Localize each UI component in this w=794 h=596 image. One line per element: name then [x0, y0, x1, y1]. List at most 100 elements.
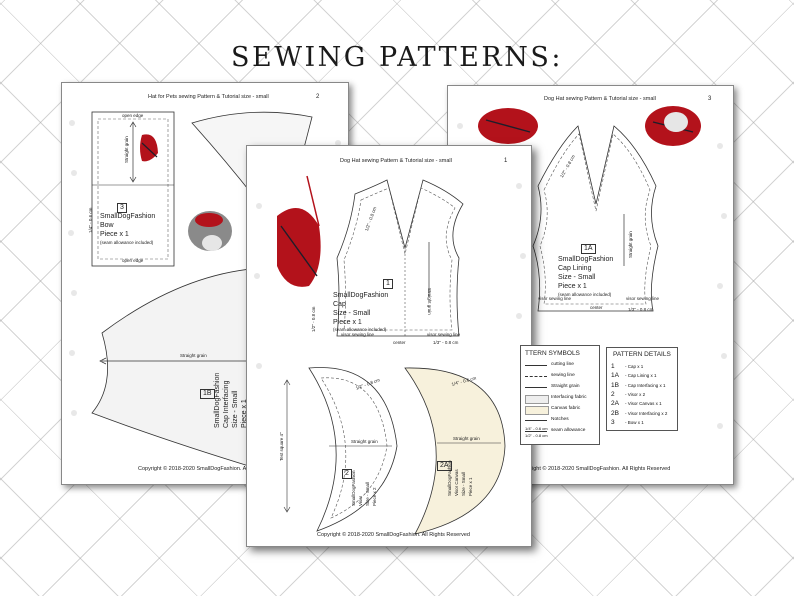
pattern-detail-desc: - Cap x 1 — [625, 364, 644, 369]
pattern-symbol-swatch — [525, 395, 549, 404]
center-center-label: center — [393, 340, 406, 345]
center-visor-right: visor sewing line — [427, 332, 461, 337]
pattern-detail-desc: - Bow x 1 — [625, 419, 644, 425]
bow-open-edge-top: open edge — [122, 113, 144, 118]
visor-line-4: Piece x 2 — [372, 487, 377, 506]
cap-interfacing-line-1: SmallDogFashion — [214, 372, 221, 428]
cap-interfacing-grain: Straight grain — [180, 353, 207, 358]
pattern-symbol-row: Straight grain — [525, 384, 597, 394]
center-sheet-drawing — [254, 175, 526, 535]
pattern-symbol-label: Canvas fabric — [551, 406, 581, 411]
pattern-detail-code: 1B — [611, 381, 619, 389]
right-sheet-header: Dog Hat sewing Pattern & Tutorial size -… — [544, 96, 656, 102]
page-title: SEWING PATTERNS: — [231, 42, 563, 73]
pattern-symbol-row: Notches — [525, 417, 597, 427]
cap-lining-line-1: SmallDogFashion — [558, 256, 614, 263]
pattern-detail-row: 2A- Visor Canvas x 1 — [611, 400, 675, 407]
pattern-detail-row: 1B - Cap Interfacing x 1 — [611, 382, 675, 389]
bow-grain-label: Straight grain — [124, 136, 129, 163]
pattern-symbol-label: seam allowance — [551, 428, 586, 433]
seam-dim-label: 1/2" - 0.8 cm — [525, 433, 548, 438]
canvas-line-4: Piece x 1 — [468, 477, 473, 496]
right-dim-bottom: 1/3" - 0.8 cm — [628, 307, 654, 312]
pattern-detail-desc: - Visor Interfacing x 2 — [625, 410, 668, 416]
cap-line-3: Size - Small — [333, 310, 371, 317]
pattern-detail-code: 1 — [611, 363, 615, 370]
cap-interfacing-line-2: Cap Interfacing — [223, 380, 230, 428]
pattern-detail-code: 2B — [611, 409, 619, 417]
bow-piece-number: 3 — [117, 203, 127, 214]
pattern-detail-row: 1 - Cap x 1 — [611, 363, 675, 370]
pattern-detail-row: 2B - Visor Interfacing x 2 — [611, 410, 675, 417]
pattern-symbol-row: Interfacing fabric — [525, 395, 597, 405]
right-visor-right: visor sewing line — [626, 296, 660, 301]
center-sheet-footer: Copyright © 2018-2020 SmallDogFashion. A… — [317, 532, 470, 538]
left-sheet-footer: Copyright © 2018-2020 SmallDogFashion. A… — [138, 466, 266, 472]
right-sheet-drawing — [455, 106, 727, 429]
pattern-symbol-label: Notches — [551, 417, 569, 422]
center-sheet-page-number: 1 — [504, 158, 508, 164]
pattern-detail-code: 3 — [611, 418, 615, 426]
left-sheet-page-number: 2 — [316, 94, 320, 100]
bow-line-2: Bow — [100, 222, 114, 229]
bow-line-4: (seam allowance included) — [100, 240, 154, 245]
visor-line-3: Size - Small — [365, 481, 370, 506]
pattern-detail-desc: - Cap Lining x 1 — [625, 373, 657, 379]
visor-grain: Straight grain — [351, 439, 378, 444]
seam-dim-label: 1/4" - 0.6 cm — [525, 426, 548, 431]
pattern-symbols-title: TTERN SYMBOLS — [525, 350, 580, 357]
visor-line-1: SmallDogFashion — [351, 470, 356, 506]
pattern-detail-desc: - Visor Canvas x 1 — [625, 401, 662, 407]
cap-interfacing-line-3: Size - Small — [232, 390, 239, 428]
bow-open-edge-bottom: open edge — [122, 258, 144, 263]
pattern-symbol-row: Canvas fabric — [525, 406, 597, 416]
pattern-symbol-swatch — [525, 365, 547, 366]
cap-lining-line-4: Piece x 1 — [558, 283, 587, 290]
pattern-detail-row: 3 - Bow x 1 — [611, 419, 675, 426]
pattern-symbol-swatch — [525, 387, 547, 388]
visor-number: 2 — [342, 469, 352, 480]
cap-lining-line-5: (seam allowance included) — [558, 292, 612, 297]
pattern-symbol-row: sewing line — [525, 373, 597, 383]
center-dim-bottom: 1/3" - 0.8 cm — [433, 340, 459, 345]
left-sheet-header: Hat for Pets sewing Pattern & Tutorial s… — [148, 94, 269, 100]
cap-line-5: (seam allowance included) — [333, 327, 387, 332]
pattern-symbol-label: sewing line — [551, 373, 575, 378]
pattern-details-box: PATTERN DETAILS 1 - Cap x 1 1A- Cap Lining… — [606, 347, 678, 431]
center-grain: Straight grain — [427, 288, 432, 315]
visor-line-2: Visor — [358, 495, 363, 506]
cap-lining-line-3: Size - Small — [558, 274, 596, 281]
bow-line-1: SmallDogFashion — [100, 213, 156, 220]
right-visor-left: visor sewing line — [538, 296, 572, 301]
right-sheet-page-number: 3 — [708, 96, 712, 102]
pattern-symbol-row: seam allowance — [525, 428, 597, 438]
center-sheet: Dog Hat sewing Pattern & Tutorial size -… — [246, 145, 532, 547]
pattern-symbol-label: Straight grain — [551, 384, 580, 389]
pattern-detail-row: 1A- Cap Lining x 1 — [611, 372, 675, 379]
canvas-line-3: Size - Small — [461, 471, 466, 496]
canvas-line-2: Visor Canvas — [454, 469, 459, 496]
pattern-details-title: PATTERN DETAILS — [613, 351, 671, 358]
cap-interfacing-number: 1B — [200, 389, 215, 400]
pattern-symbol-row: cutting line — [525, 362, 597, 372]
cap-line-4: Piece x 1 — [333, 319, 362, 326]
center-sheet-header: Dog Hat sewing Pattern & Tutorial size -… — [340, 158, 452, 164]
pattern-detail-desc: - Cap Interfacing x 1 — [625, 382, 666, 388]
test-square-label: Test square 4" — [279, 432, 284, 461]
bow-line-3: Piece x 1 — [100, 231, 129, 238]
canvas-number: 2A — [437, 461, 452, 472]
cap-line-2: Cap — [333, 301, 346, 308]
bow-dim-label: 1/4" - 0.6 cm — [88, 207, 93, 233]
right-center: center — [590, 305, 603, 310]
cap-lining-number: 1A — [581, 244, 596, 255]
pattern-symbol-label: cutting line — [551, 362, 574, 367]
pattern-symbol-swatch — [525, 431, 547, 432]
pattern-symbol-swatch — [525, 420, 547, 421]
pattern-detail-row: 2- Visor x 2 — [611, 391, 675, 398]
right-sheet-footer: ight © 2018-2020 SmallDogFashion. All Ri… — [532, 466, 671, 472]
canvas-line-1: SmallDogFashion — [447, 460, 452, 496]
pattern-symbol-label: Interfacing fabric — [551, 395, 587, 400]
center-dim-side: 1/2" - 0.8 cm — [311, 306, 316, 332]
right-sheet-grain: Straight grain — [628, 231, 633, 258]
